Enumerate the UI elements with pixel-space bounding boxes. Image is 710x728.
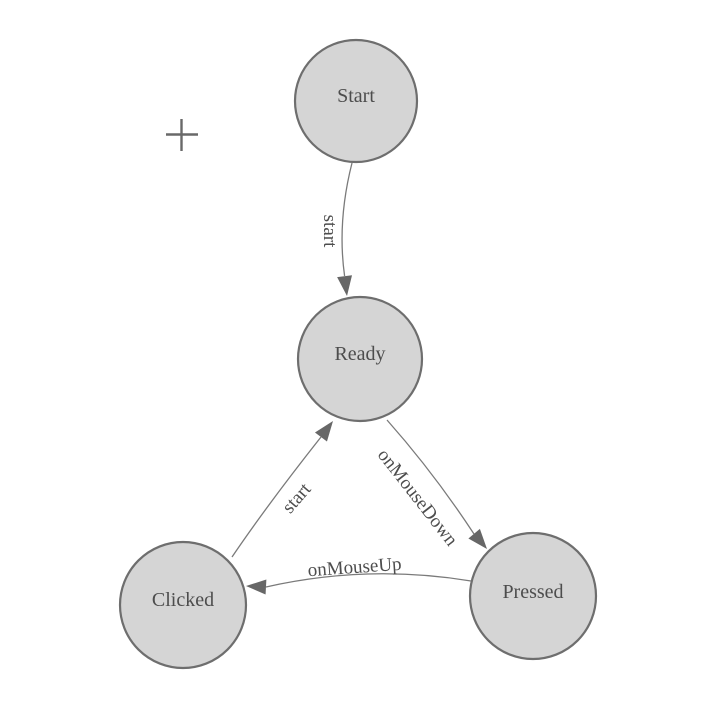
- node-clicked[interactable]: Clicked: [118, 540, 248, 670]
- node-pressed[interactable]: Pressed: [468, 531, 598, 661]
- edge-pressed-to-clicked[interactable]: [265, 573, 472, 588]
- node-clicked-circle[interactable]: [118, 540, 248, 670]
- edge-clicked-to-ready[interactable]: [231, 436, 322, 558]
- node-ready-circle[interactable]: [296, 295, 424, 423]
- node-pressed-label: Pressed: [502, 581, 563, 603]
- edge-ready-to-pressed[interactable]: [386, 419, 475, 535]
- node-start-circle[interactable]: [293, 38, 419, 164]
- node-ready-label: Ready: [334, 343, 385, 365]
- arrowhead-start-to-ready-icon: [337, 275, 353, 296]
- edge-start-to-ready[interactable]: [341, 162, 353, 277]
- node-start[interactable]: Start: [293, 38, 419, 164]
- node-ready[interactable]: Ready: [296, 295, 424, 423]
- crosshair-cursor-icon: [166, 119, 198, 151]
- node-pressed-circle[interactable]: [468, 531, 598, 661]
- arrowhead-clicked-to-ready-icon: [314, 421, 333, 442]
- node-clicked-label: Clicked: [152, 589, 214, 611]
- node-start-label: Start: [337, 85, 375, 107]
- arrowhead-pressed-to-clicked-icon: [246, 579, 267, 595]
- edge-label-onmouseup: onMouseUp: [307, 554, 402, 582]
- arrowhead-ready-to-pressed-icon: [468, 528, 487, 549]
- edge-label-start-top: start: [319, 215, 340, 248]
